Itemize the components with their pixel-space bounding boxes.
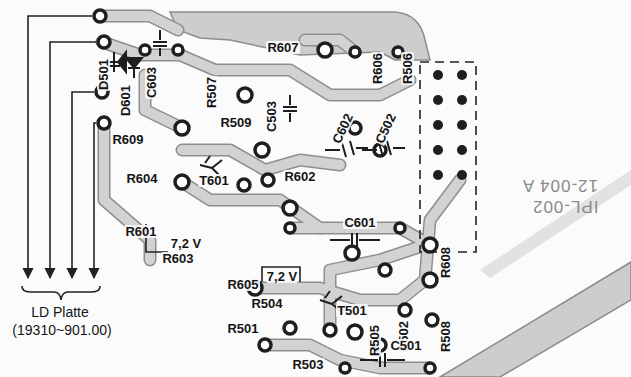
component-label: C503 (265, 99, 278, 132)
component-label: C601 (343, 216, 376, 229)
component-label: R607 (266, 41, 299, 54)
component-label: D501 (97, 57, 110, 90)
leader-arrows (28, 16, 96, 278)
mirrored-silkscreen: IPL-002 (531, 198, 600, 215)
voltage-bracket (262, 267, 300, 282)
solder-pads (94, 10, 438, 373)
component-label: R503 (291, 358, 324, 371)
component-label: R608 (439, 245, 452, 278)
component-label: R609 (111, 133, 144, 146)
component-label: R507 (205, 75, 218, 108)
component-label: C502 (373, 110, 399, 145)
mirrored-silkscreen: 12-004 A (521, 177, 599, 194)
component-label: C603 (145, 65, 158, 98)
component-label: R504 (250, 297, 283, 310)
component-label: R602 (283, 170, 316, 183)
component-label: C501 (389, 339, 422, 352)
component-label: 7,2 V (266, 270, 298, 283)
component-label: D601 (119, 83, 132, 116)
component-label: R506 (401, 51, 414, 84)
connector-outline (420, 62, 476, 252)
component-label: R508 (439, 319, 452, 352)
component-label: R604 (125, 172, 158, 185)
brace (22, 286, 100, 300)
component-symbols (108, 30, 405, 367)
component-label: 7,2 V (170, 237, 202, 250)
board-reference: (19310~901.00) (11, 323, 112, 337)
connector-pins (433, 70, 467, 180)
component-label: R601 (124, 225, 157, 238)
component-label: R505 (368, 323, 381, 356)
board-reference: LD Platte (30, 305, 90, 319)
component-label: T601 (198, 174, 230, 187)
component-label: R603 (161, 252, 194, 265)
copper-traces (100, 16, 460, 368)
component-label: R605 (226, 278, 259, 291)
component-label: R606 (371, 51, 384, 84)
component-label: R509 (219, 116, 252, 129)
component-label: R501 (226, 322, 259, 335)
component-label: T501 (336, 304, 368, 317)
